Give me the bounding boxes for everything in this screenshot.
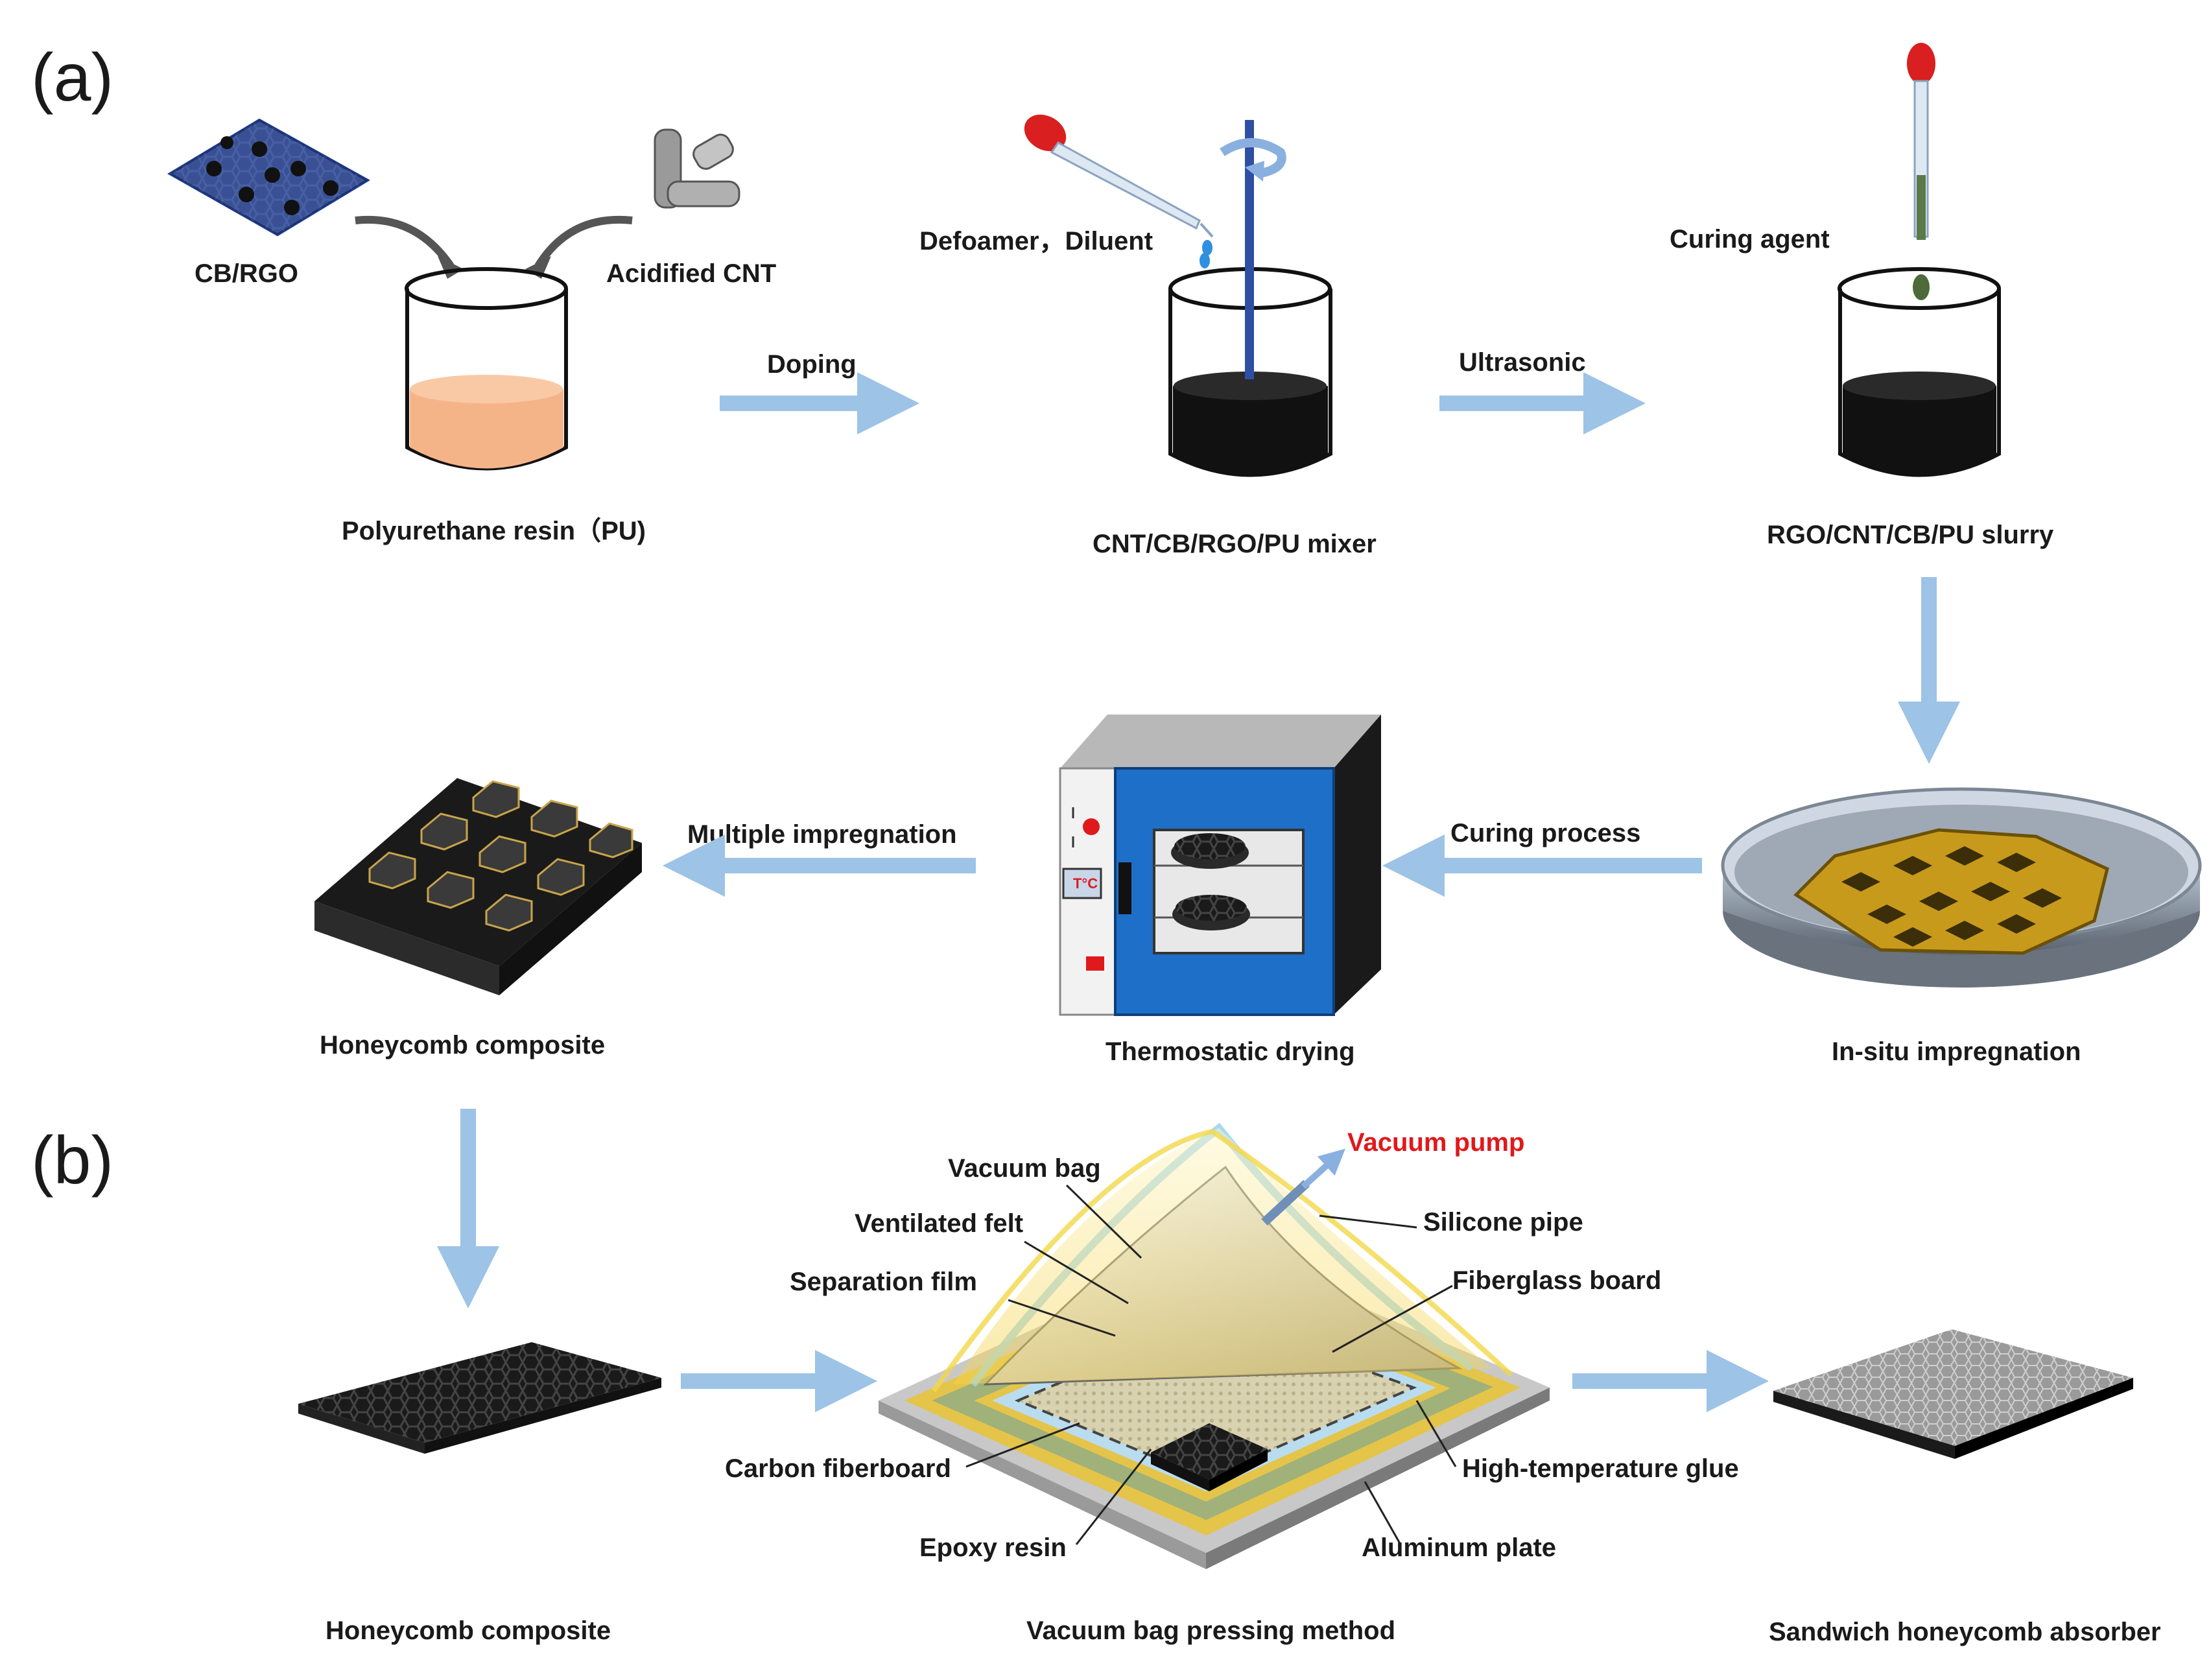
dropper-defoamer-icon [1024,114,1214,268]
vacuum-assembly [879,1122,1550,1569]
rgo-sheet-icon [167,118,370,237]
label-curing-process: Curing process [1450,819,1640,847]
label-ventilated-felt: Ventilated felt [855,1209,1023,1238]
leader-lines [965,1184,1457,1545]
label-in-situ: In-situ impregnation [1832,1037,2081,1066]
label-defoamer: Defoamer，Diluent [919,227,1153,255]
label-honeycomb-a: Honeycomb composite [320,1031,605,1059]
label-epoxy-resin: Epoxy resin [919,1533,1067,1562]
label-carbon-fiberboard: Carbon fiberboard [725,1454,951,1483]
vacuum-pump-arrow [1301,1148,1345,1189]
oven-honeycomb-top [1171,833,1249,869]
label-vacuum-method: Vacuum bag pressing method [1026,1616,1395,1645]
label-curing-agent: Curing agent [1670,225,1830,254]
label-honeycomb-b: Honeycomb composite [325,1616,611,1645]
oven-honeycomb-bottom [1172,895,1250,930]
label-vacuum-bag: Vacuum bag [948,1154,1101,1183]
label-vacuum-pump: Vacuum pump [1347,1128,1524,1157]
oven-display: T°C [1073,875,1098,892]
label-doping: Doping [767,350,857,379]
curved-arrow-right [534,215,633,268]
panel-label-b: (b) [31,1123,113,1198]
label-acidified-cnt: Acidified CNT [606,259,776,288]
cnt-tubes-icon [654,128,740,209]
panel-label-a: (a) [31,40,113,115]
label-fiberglass-board: Fiberglass board [1452,1266,1661,1295]
label-multiple: Multiple impregnation [687,820,957,849]
label-slurry: RGO/CNT/CB/PU slurry [1767,521,2054,549]
label-mixer: CNT/CB/RGO/PU mixer [1093,530,1377,558]
label-cb-rgo: CB/RGO [195,259,298,288]
label-thermostatic: Thermostatic drying [1106,1037,1355,1066]
curved-arrow-left [355,215,454,268]
honeycomb-block [314,778,642,995]
label-aluminum-plate: Aluminum plate [1362,1533,1556,1562]
label-separation-film: Separation film [790,1268,977,1296]
honeycomb-in-dish [1793,828,2109,955]
label-silicone-pipe: Silicone pipe [1423,1208,1583,1236]
label-pu-resin: Polyurethane resin（PU) [342,517,646,545]
sandwich-panel [1773,1329,2133,1459]
label-high-temp-glue: High-temperature glue [1462,1454,1739,1483]
honeycomb-core [1151,1423,1268,1491]
slurry-beaker [1838,267,2001,477]
pu-beaker [405,267,568,471]
label-sandwich: Sandwich honeycomb absorber [1769,1618,2161,1646]
label-ultrasonic: Ultrasonic [1459,348,1586,377]
stirrer-icon [1220,120,1286,379]
dropper-curing-agent-icon [1907,43,1935,300]
honeycomb-sheet [298,1342,661,1454]
